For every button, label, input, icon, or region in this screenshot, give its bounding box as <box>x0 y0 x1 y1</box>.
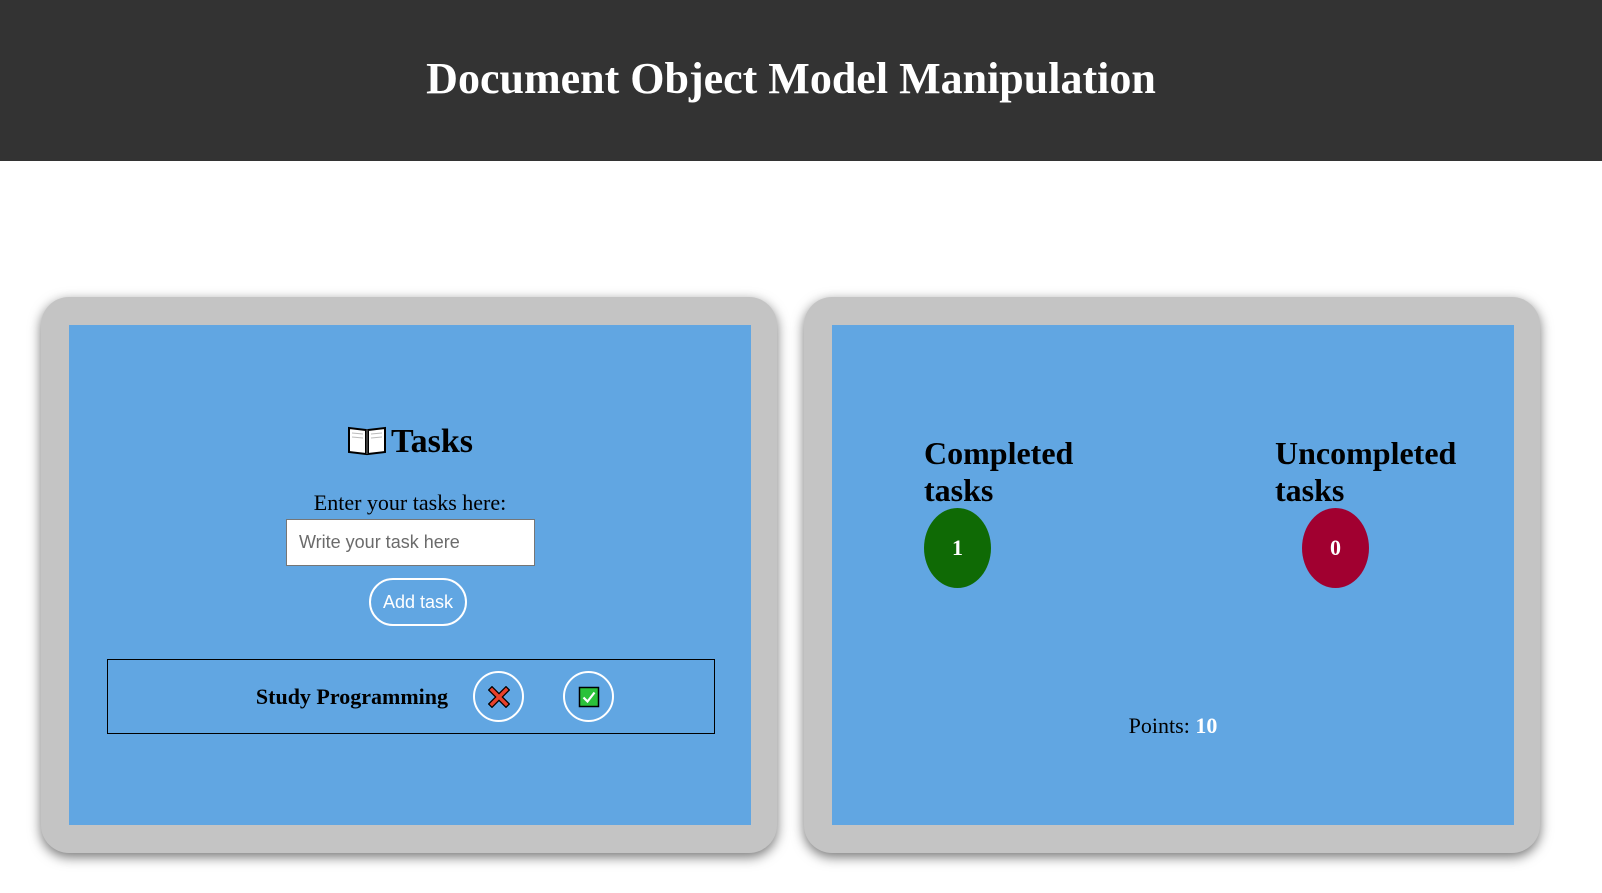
page-header: Document Object Model Manipulation <box>0 0 1602 161</box>
tasks-heading: Tasks <box>69 420 751 464</box>
open-book-icon <box>348 426 387 456</box>
completed-count-badge: 1 <box>924 508 991 588</box>
task-name: Study Programming <box>255 684 448 709</box>
tasks-panel-content: Tasks Enter your tasks here: Add task St… <box>69 325 751 825</box>
stats-panel-content: Completed tasks 1 Uncompleted tasks 0 Po… <box>832 325 1514 825</box>
uncompleted-count-badge: 0 <box>1302 508 1369 588</box>
task-input[interactable] <box>286 519 535 566</box>
task-input-label: Enter your tasks here: <box>313 490 507 515</box>
tasks-panel: Tasks Enter your tasks here: Add task St… <box>41 297 777 853</box>
tasks-heading-text: Tasks <box>391 423 473 460</box>
add-task-button[interactable]: Add task <box>369 578 467 626</box>
points-label: Points: <box>1128 713 1190 738</box>
completed-tasks-title: Completed tasks <box>924 435 1074 508</box>
points-value: 10 <box>1195 713 1218 738</box>
red-x-icon <box>487 685 510 708</box>
page-title: Document Object Model Manipulation <box>426 54 1156 103</box>
green-check-icon <box>578 686 599 707</box>
delete-task-button[interactable] <box>473 671 524 722</box>
task-item: Study Programming <box>107 659 715 734</box>
stats-panel: Completed tasks 1 Uncompleted tasks 0 Po… <box>804 297 1540 853</box>
uncompleted-tasks-title: Uncompleted tasks <box>1275 435 1457 508</box>
points-display: Points: 10 <box>832 712 1514 740</box>
complete-task-button[interactable] <box>563 671 614 722</box>
